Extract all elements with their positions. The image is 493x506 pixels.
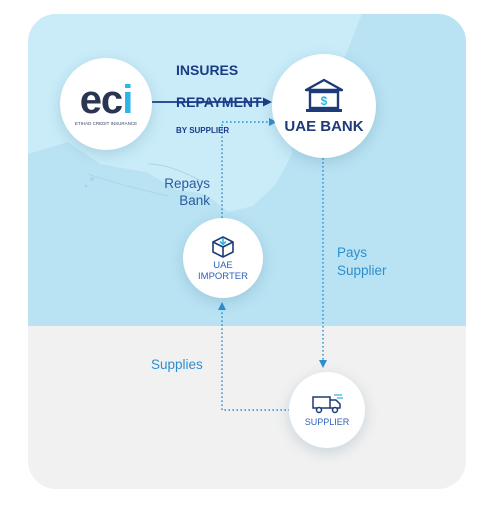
bank-building-icon: $	[304, 78, 344, 112]
svg-text:$: $	[321, 94, 328, 108]
supplies-label: Supplies	[151, 357, 203, 372]
pays-label: Pays Supplier	[337, 245, 387, 278]
supplier-label: SUPPLIER	[304, 417, 350, 427]
delivery-truck-icon	[312, 394, 343, 414]
supplier-node: SUPPLIER	[289, 372, 365, 448]
eci-node: eci ETIHAD CREDIT INSURANCE	[60, 58, 152, 150]
insures-line1: INSURES	[176, 62, 239, 78]
importer-node: UAE IMPORTER	[183, 218, 263, 298]
insures-line3: BY SUPPLIER	[176, 126, 230, 135]
arrow-supplies	[218, 302, 290, 411]
arrow-repays	[221, 118, 277, 218]
insures-label: INSURES REPAYMENT BY SUPPLIER	[176, 46, 262, 152]
flow-arrows	[152, 97, 327, 411]
insures-line2: REPAYMENT	[176, 94, 262, 110]
bank-label: UAE BANK	[284, 117, 364, 135]
eci-logo: eci	[79, 78, 134, 122]
eci-logo-subtitle: ETIHAD CREDIT INSURANCE	[74, 121, 138, 126]
bank-node: $ UAE BANK	[272, 54, 376, 158]
importer-label: UAE IMPORTER	[198, 260, 248, 282]
repays-label: Repays Bank	[164, 176, 210, 208]
box-download-icon	[212, 236, 234, 258]
